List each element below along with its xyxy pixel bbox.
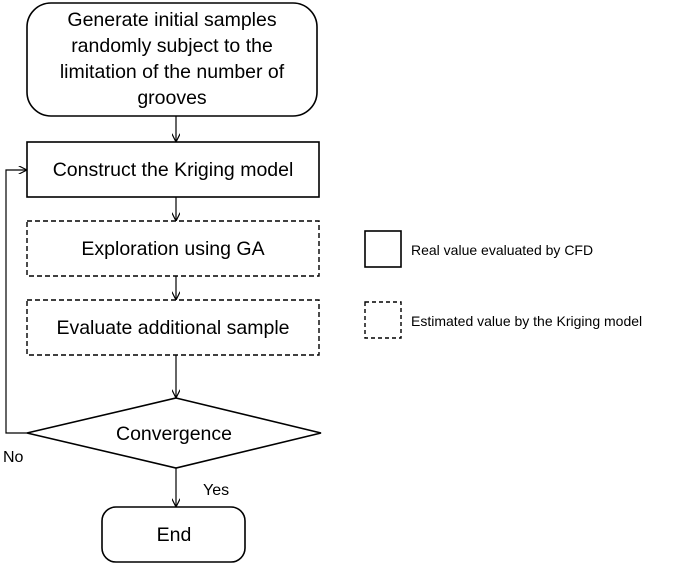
end-box: End <box>101 506 246 563</box>
ga-box: Exploration using GA <box>26 220 320 277</box>
evaluate-box: Evaluate additional sample <box>26 299 320 356</box>
legend: Real value evaluated by CFD Estimated va… <box>364 230 642 339</box>
ga-box-label: Exploration using GA <box>81 238 264 260</box>
legend-dashed-swatch <box>364 301 402 339</box>
start-box-line: randomly subject to the <box>71 35 273 57</box>
kriging-box-label: Construct the Kriging model <box>53 159 294 181</box>
convergence-label: Convergence <box>116 423 232 445</box>
start-box-line: grooves <box>137 87 207 109</box>
legend-solid-label: Real value evaluated by CFD <box>411 242 593 258</box>
yes-label: Yes <box>203 482 229 499</box>
start-box-line: Generate initial samples <box>67 9 276 31</box>
evaluate-box-label: Evaluate additional sample <box>56 317 289 339</box>
start-box-line: limitation of the number of <box>60 61 285 83</box>
kriging-box: Construct the Kriging model <box>26 141 320 198</box>
arrow-no-loop <box>5 170 27 434</box>
convergence-decision: Convergence <box>26 397 322 469</box>
legend-dashed-label: Estimated value by the Kriging model <box>411 313 642 329</box>
start-box: Generate initial samples randomly subjec… <box>26 2 318 117</box>
legend-solid-swatch <box>364 230 402 268</box>
no-label: No <box>3 449 24 466</box>
end-box-label: End <box>157 524 192 546</box>
